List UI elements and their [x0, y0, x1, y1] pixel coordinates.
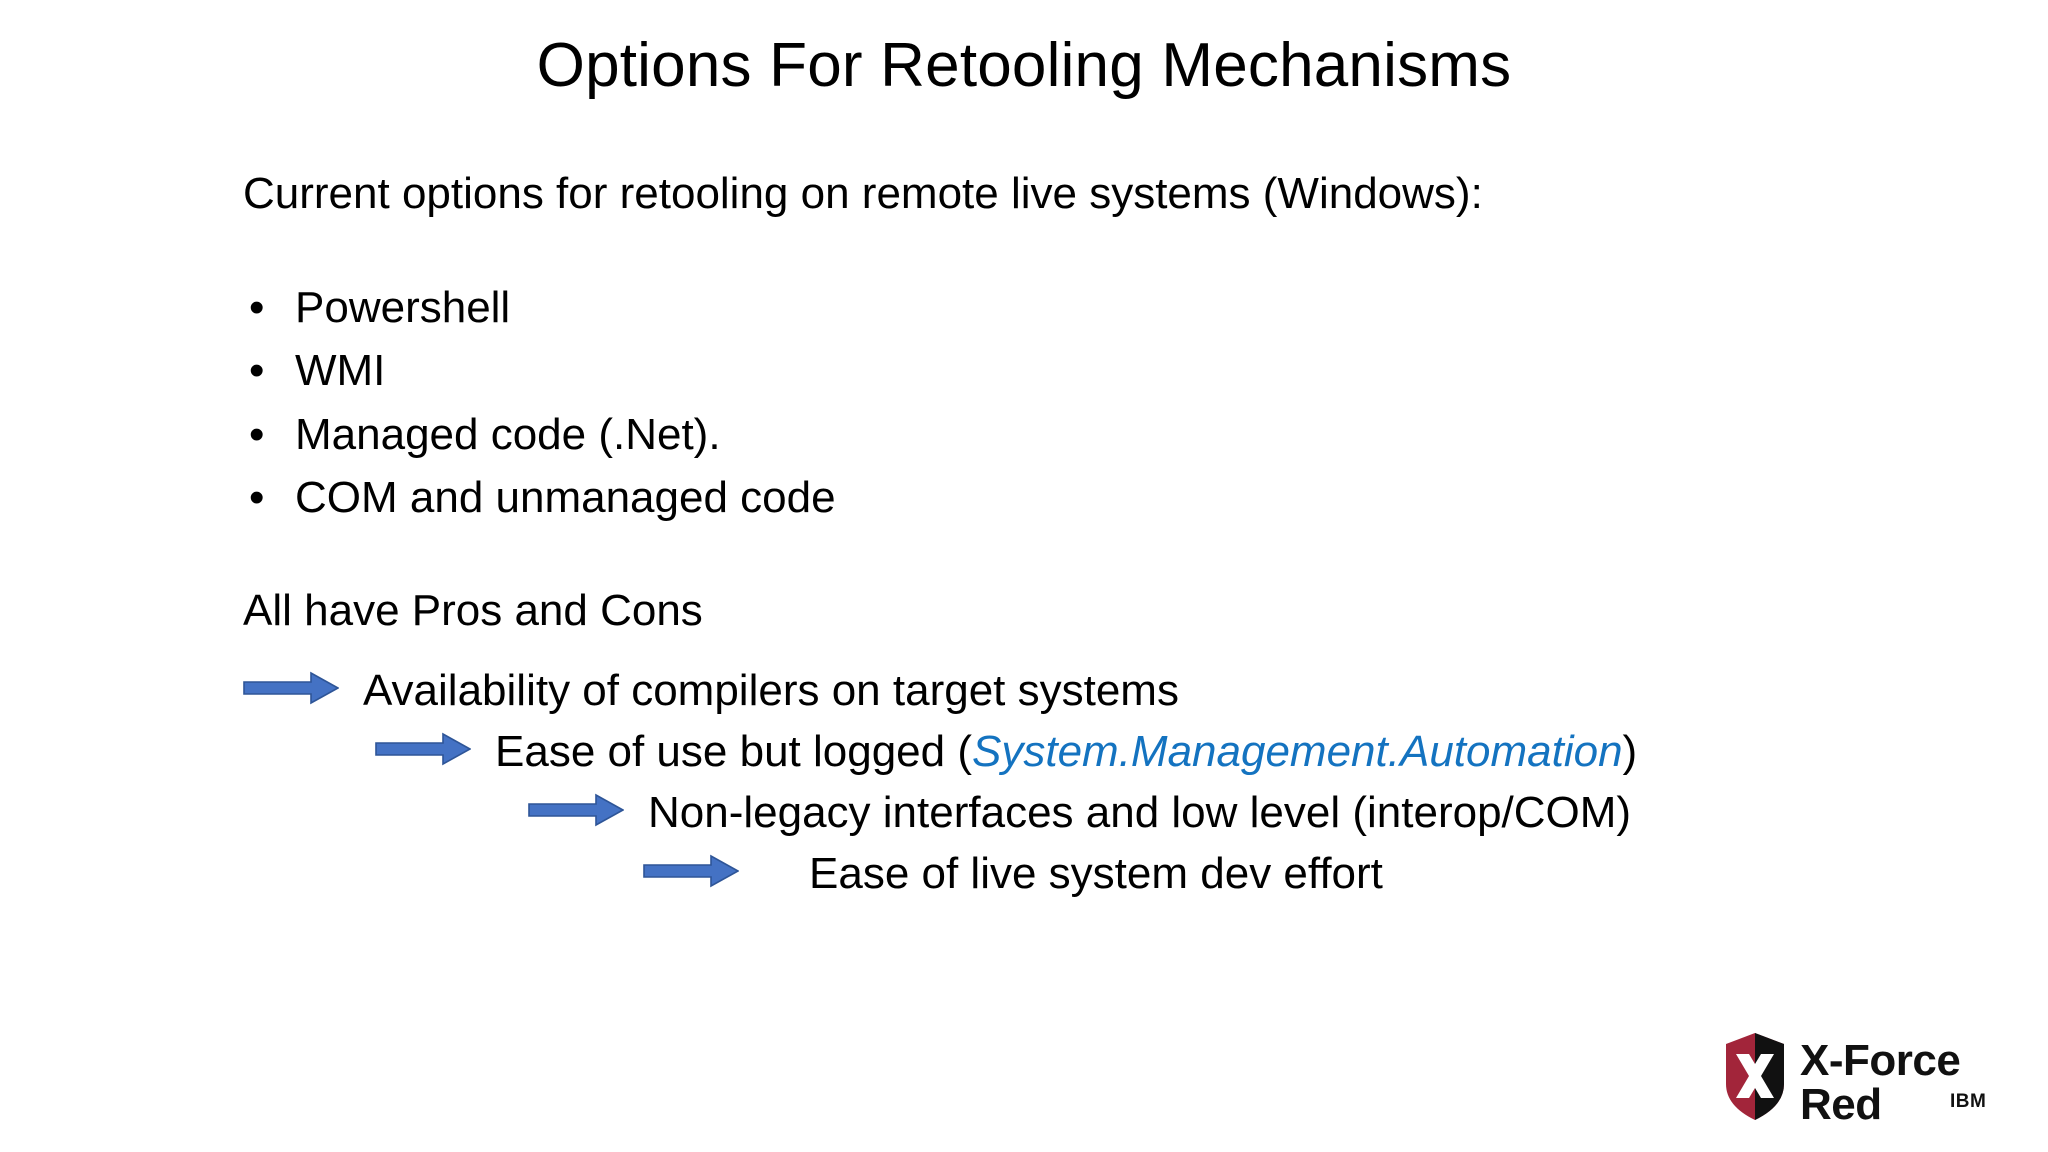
- list-item: • COM and unmanaged code: [243, 466, 1943, 529]
- arrow-staircase: Availability of compilers on target syst…: [243, 660, 2003, 904]
- arrow-row: Availability of compilers on target syst…: [243, 660, 2003, 721]
- list-item: • Powershell: [243, 276, 1943, 339]
- xforce-red-logo: X-Force Red IBM: [1722, 1032, 2022, 1128]
- list-item: • WMI: [243, 339, 1943, 402]
- list-item-label: Powershell: [295, 282, 511, 332]
- arrow-row-label: Non-legacy interfaces and low level (int…: [648, 787, 1632, 837]
- bullet-marker-icon: •: [249, 346, 265, 396]
- arrow-row-text: Ease of use but logged (: [495, 726, 972, 776]
- list-item-label: Managed code (.Net).: [295, 409, 721, 459]
- arrow-row-text: Non-legacy interfaces and low level (int…: [648, 787, 1632, 837]
- bullet-marker-icon: •: [249, 282, 265, 332]
- shield-icon: [1722, 1032, 1788, 1127]
- list-item: • Managed code (.Net).: [243, 403, 1943, 466]
- right-arrow-icon: [643, 854, 740, 893]
- arrow-row-emphasis: System.Management.Automation: [972, 726, 1623, 776]
- pros-and-cons-text: All have Pros and Cons: [243, 586, 703, 636]
- list-item-label: WMI: [295, 346, 386, 396]
- slide-body: Current options for retooling on remote …: [243, 168, 1943, 638]
- page-title: Options For Retooling Mechanisms: [536, 31, 1512, 100]
- list-item-label: COM and unmanaged code: [295, 472, 836, 522]
- bullet-marker-icon: •: [249, 409, 265, 459]
- right-arrow-icon: [528, 793, 625, 832]
- arrow-row-label: Ease of live system dev effort: [809, 848, 1383, 898]
- right-arrow-icon: [375, 732, 472, 771]
- options-bullet-list: • Powershell • WMI • Managed code (.Net)…: [243, 276, 1943, 529]
- arrow-row: Ease of use but logged (System.Managemen…: [243, 721, 2003, 782]
- arrow-row-text-tail: ): [1622, 726, 1638, 776]
- intro-text: Current options for retooling on remote …: [243, 169, 1483, 218]
- right-arrow-icon: [243, 671, 340, 710]
- arrow-row: Ease of live system dev effort: [243, 843, 2003, 904]
- arrow-row-text: Ease of live system dev effort: [809, 848, 1383, 898]
- arrow-row-label: Ease of use but logged (System.Managemen…: [495, 726, 1638, 776]
- arrow-row-label: Availability of compilers on target syst…: [363, 665, 1179, 715]
- arrow-row: Non-legacy interfaces and low level (int…: [243, 782, 2003, 843]
- bullet-marker-icon: •: [249, 472, 265, 522]
- arrow-row-text: Availability of compilers on target syst…: [363, 665, 1179, 715]
- logo-wordmark: X-Force Red: [1800, 1036, 1961, 1129]
- logo-ibm-label: IBM: [1950, 1091, 1987, 1112]
